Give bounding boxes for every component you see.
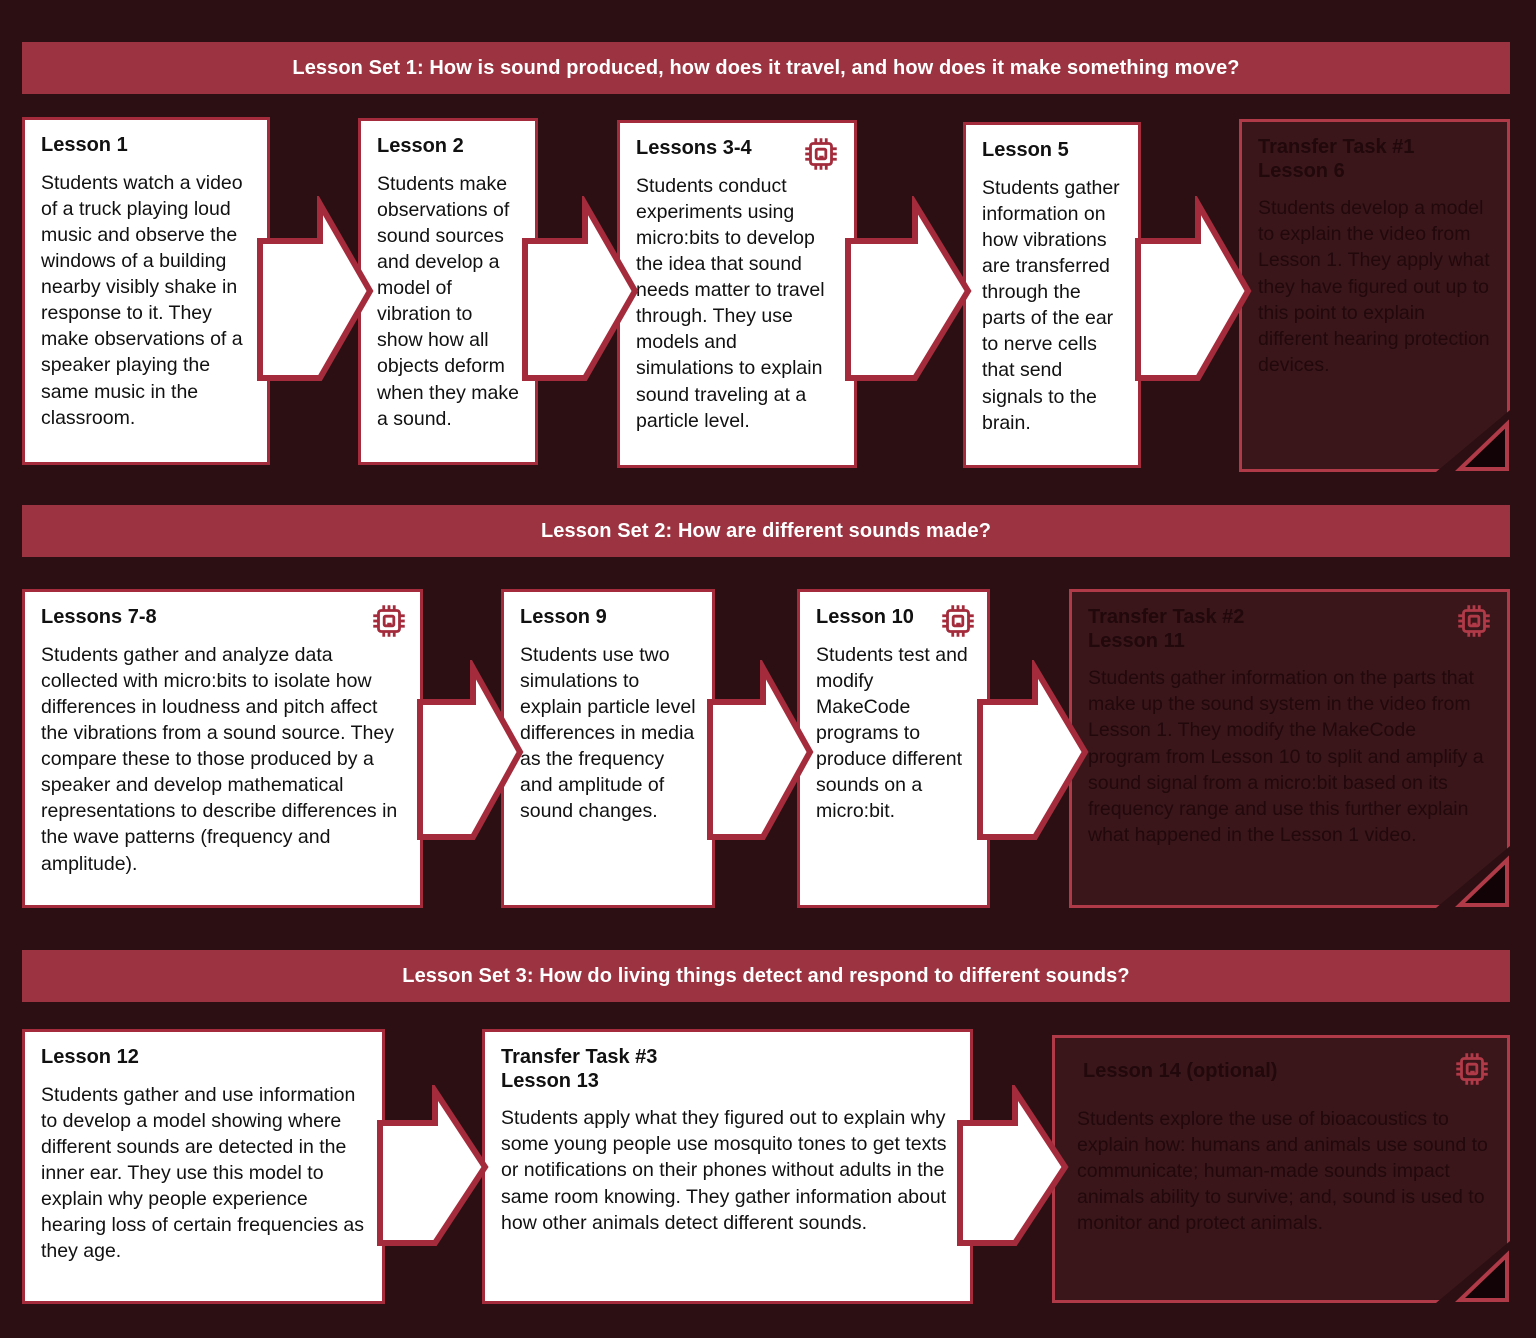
arrow-lesson12-to-transfer3: [375, 1085, 490, 1250]
arrow-lesson5-to-transfer1: [1133, 196, 1253, 386]
arrow-transfer3-to-lesson14: [955, 1085, 1070, 1250]
card-body: Students apply what they figured out to …: [501, 1107, 947, 1234]
card-lesson-12[interactable]: Lesson 12 Students gather and use inform…: [22, 1029, 385, 1304]
card-subtitle: Lesson 13: [501, 1069, 599, 1092]
arrow-lesson10-to-transfer2: [975, 660, 1090, 845]
card-body: Students explore the use of bioacoustics…: [1077, 1107, 1488, 1235]
card-title: Transfer Task #2 Lesson 11: [1088, 606, 1491, 653]
card-title: Lesson 10: [816, 606, 914, 628]
card-lesson-14[interactable]: Lesson 14 (optional) Students explore th…: [1052, 1035, 1510, 1303]
card-transfer-task-1[interactable]: Transfer Task #1 Lesson 6 Students devel…: [1239, 119, 1510, 472]
lesson-set-2-header: Lesson Set 2: How are different sounds m…: [22, 505, 1510, 557]
card-title-main: Transfer Task #2: [1088, 606, 1245, 628]
card-title: Lesson 5: [982, 139, 1069, 161]
card-body: Students gather information on the parts…: [1088, 667, 1484, 846]
card-lesson-5[interactable]: Lesson 5 Students gather information on …: [963, 122, 1141, 468]
card-title: Lesson 14 (optional): [1083, 1060, 1278, 1082]
lesson-set-2-label: Lesson Set 2: How are different sounds m…: [540, 519, 992, 542]
card-body: Students gather and use information to d…: [41, 1083, 365, 1263]
card-lessons-7-8[interactable]: Lessons 7-8 Students gather and analyze …: [22, 589, 423, 908]
microchip-icon: [1451, 1048, 1493, 1090]
card-title-main: Transfer Task #1: [1258, 136, 1415, 158]
card-lesson-9[interactable]: Lesson 9 Students use two simulations to…: [501, 589, 715, 908]
microchip-icon: [1453, 600, 1495, 642]
microchip-icon: [800, 133, 842, 175]
arrow-lesson1-to-lesson2: [255, 196, 375, 386]
arrow-lesson2-to-lessons34: [520, 196, 640, 386]
lesson-set-3-header: Lesson Set 3: How do living things detec…: [22, 950, 1510, 1002]
card-title: Lesson 12: [41, 1046, 139, 1068]
card-lesson-2[interactable]: Lesson 2 Students make observations of s…: [358, 118, 538, 465]
card-body: Students conduct experiments using micro…: [636, 174, 825, 432]
arrow-lesson9-to-lesson10: [705, 660, 815, 845]
card-body: Students use two simulations to explain …: [520, 643, 696, 823]
card-body: Students make observations of sound sour…: [377, 172, 519, 430]
card-title-main: Transfer Task #3: [501, 1046, 658, 1068]
card-body: Students watch a video of a truck playin…: [41, 171, 243, 429]
folded-corner: [1436, 846, 1510, 908]
folded-corner: [1436, 1241, 1510, 1303]
card-title: Lessons 3-4: [636, 137, 752, 159]
microchip-icon: [937, 600, 979, 642]
card-title: Lessons 7-8: [41, 606, 157, 628]
microchip-icon: [368, 600, 410, 642]
card-title: Transfer Task #1 Lesson 6: [1258, 136, 1491, 183]
card-title: Transfer Task #3 Lesson 13: [501, 1046, 954, 1093]
card-title: Lesson 1: [41, 134, 128, 156]
card-lesson-1[interactable]: Lesson 1 Students watch a video of a tru…: [22, 117, 270, 465]
lesson-set-1-header: Lesson Set 1: How is sound produced, how…: [22, 42, 1510, 94]
arrow-lessons34-to-lesson5: [843, 196, 973, 386]
arrow-lessons78-to-lesson9: [415, 660, 525, 845]
card-transfer-task-2[interactable]: Transfer Task #2 Lesson 11 Students gath…: [1069, 589, 1510, 908]
card-body: Students gather information on how vibra…: [982, 176, 1120, 434]
card-body: Students test and modify MakeCode progra…: [816, 643, 968, 823]
card-title: Lesson 9: [520, 606, 607, 628]
card-body: Students develop a model to explain the …: [1258, 197, 1490, 376]
card-body: Students gather and analyze data collect…: [41, 643, 398, 875]
folded-corner: [1436, 410, 1510, 472]
card-title: Lesson 2: [377, 135, 464, 157]
card-transfer-task-3[interactable]: Transfer Task #3 Lesson 13 Students appl…: [482, 1029, 973, 1304]
card-lesson-10[interactable]: Lesson 10 Students test and modify MakeC…: [797, 589, 990, 908]
lesson-set-3-label: Lesson Set 3: How do living things detec…: [402, 964, 1130, 987]
card-lessons-3-4[interactable]: Lessons 3-4 Students conduct experiments…: [617, 120, 857, 468]
lesson-set-1-label: Lesson Set 1: How is sound produced, how…: [292, 56, 1240, 79]
card-subtitle: Lesson 6: [1258, 159, 1345, 182]
card-subtitle: Lesson 11: [1088, 629, 1185, 652]
